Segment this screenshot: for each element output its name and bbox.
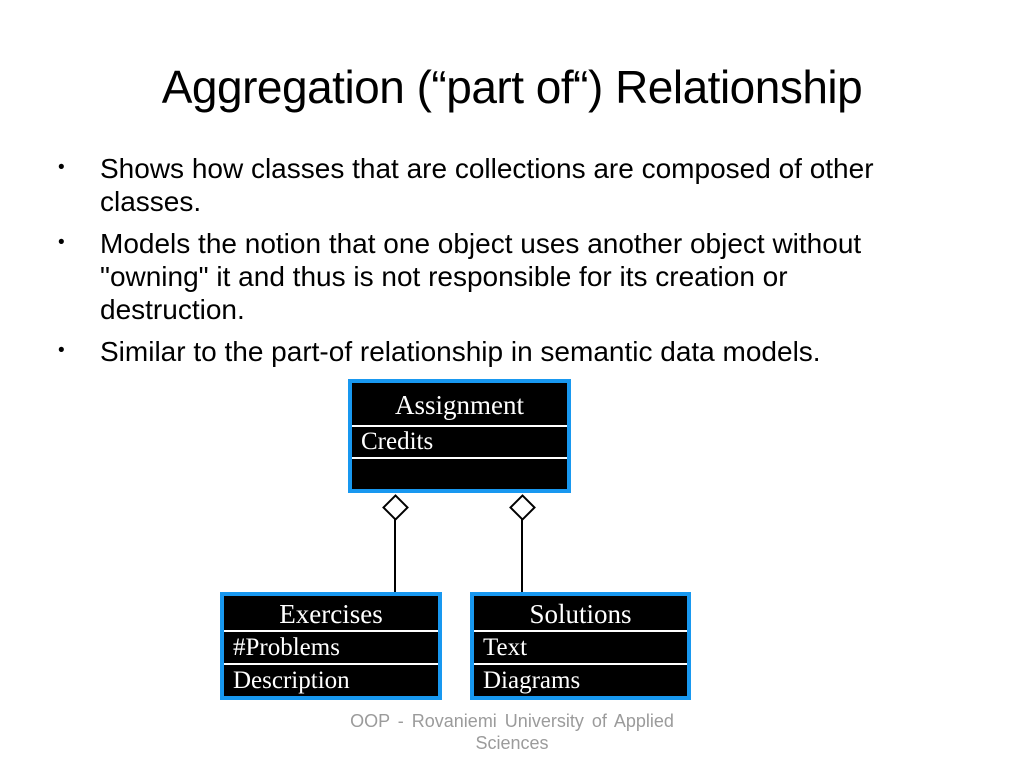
class-attribute: #Problems — [224, 630, 438, 663]
slide-title: Aggregation (“part of“) Relationship — [161, 61, 863, 113]
bullet-text: Models the notion that one object uses a… — [100, 228, 862, 326]
class-attribute: Description — [224, 663, 438, 696]
class-empty-compartment — [352, 457, 567, 489]
uml-class-solutions: Solutions Text Diagrams — [470, 592, 691, 700]
class-attribute: Text — [474, 630, 687, 663]
bullet-list: • Shows how classes that are collections… — [58, 152, 938, 377]
bullet-text: Similar to the part-of relationship in s… — [100, 336, 821, 368]
bullet-marker-icon: • — [58, 340, 65, 362]
class-attribute: Diagrams — [474, 663, 687, 696]
bullet-marker-icon: • — [58, 157, 65, 178]
uml-class-exercises: Exercises #Problems Description — [220, 592, 442, 700]
class-name: Exercises — [279, 599, 383, 629]
connector-line — [521, 518, 523, 593]
class-name: Solutions — [529, 599, 632, 629]
bullet-item: • Similar to the part-of relationship in… — [58, 335, 938, 368]
bullet-item: • Models the notion that one object uses… — [58, 227, 938, 326]
bullet-item: • Shows how classes that are collections… — [58, 152, 938, 218]
aggregation-diamond-icon — [382, 494, 409, 521]
aggregation-diamond-icon — [509, 494, 536, 521]
class-attribute: Credits — [352, 425, 567, 457]
bullet-text: Shows how classes that are collections a… — [100, 153, 874, 218]
bullet-marker-icon: • — [58, 232, 65, 254]
class-name: Assignment — [394, 390, 524, 420]
footer-note: OOP - Rovaniemi University of Applied Sc… — [350, 711, 674, 753]
uml-class-assignment: Assignment Credits — [348, 379, 571, 493]
connector-line — [394, 518, 396, 593]
